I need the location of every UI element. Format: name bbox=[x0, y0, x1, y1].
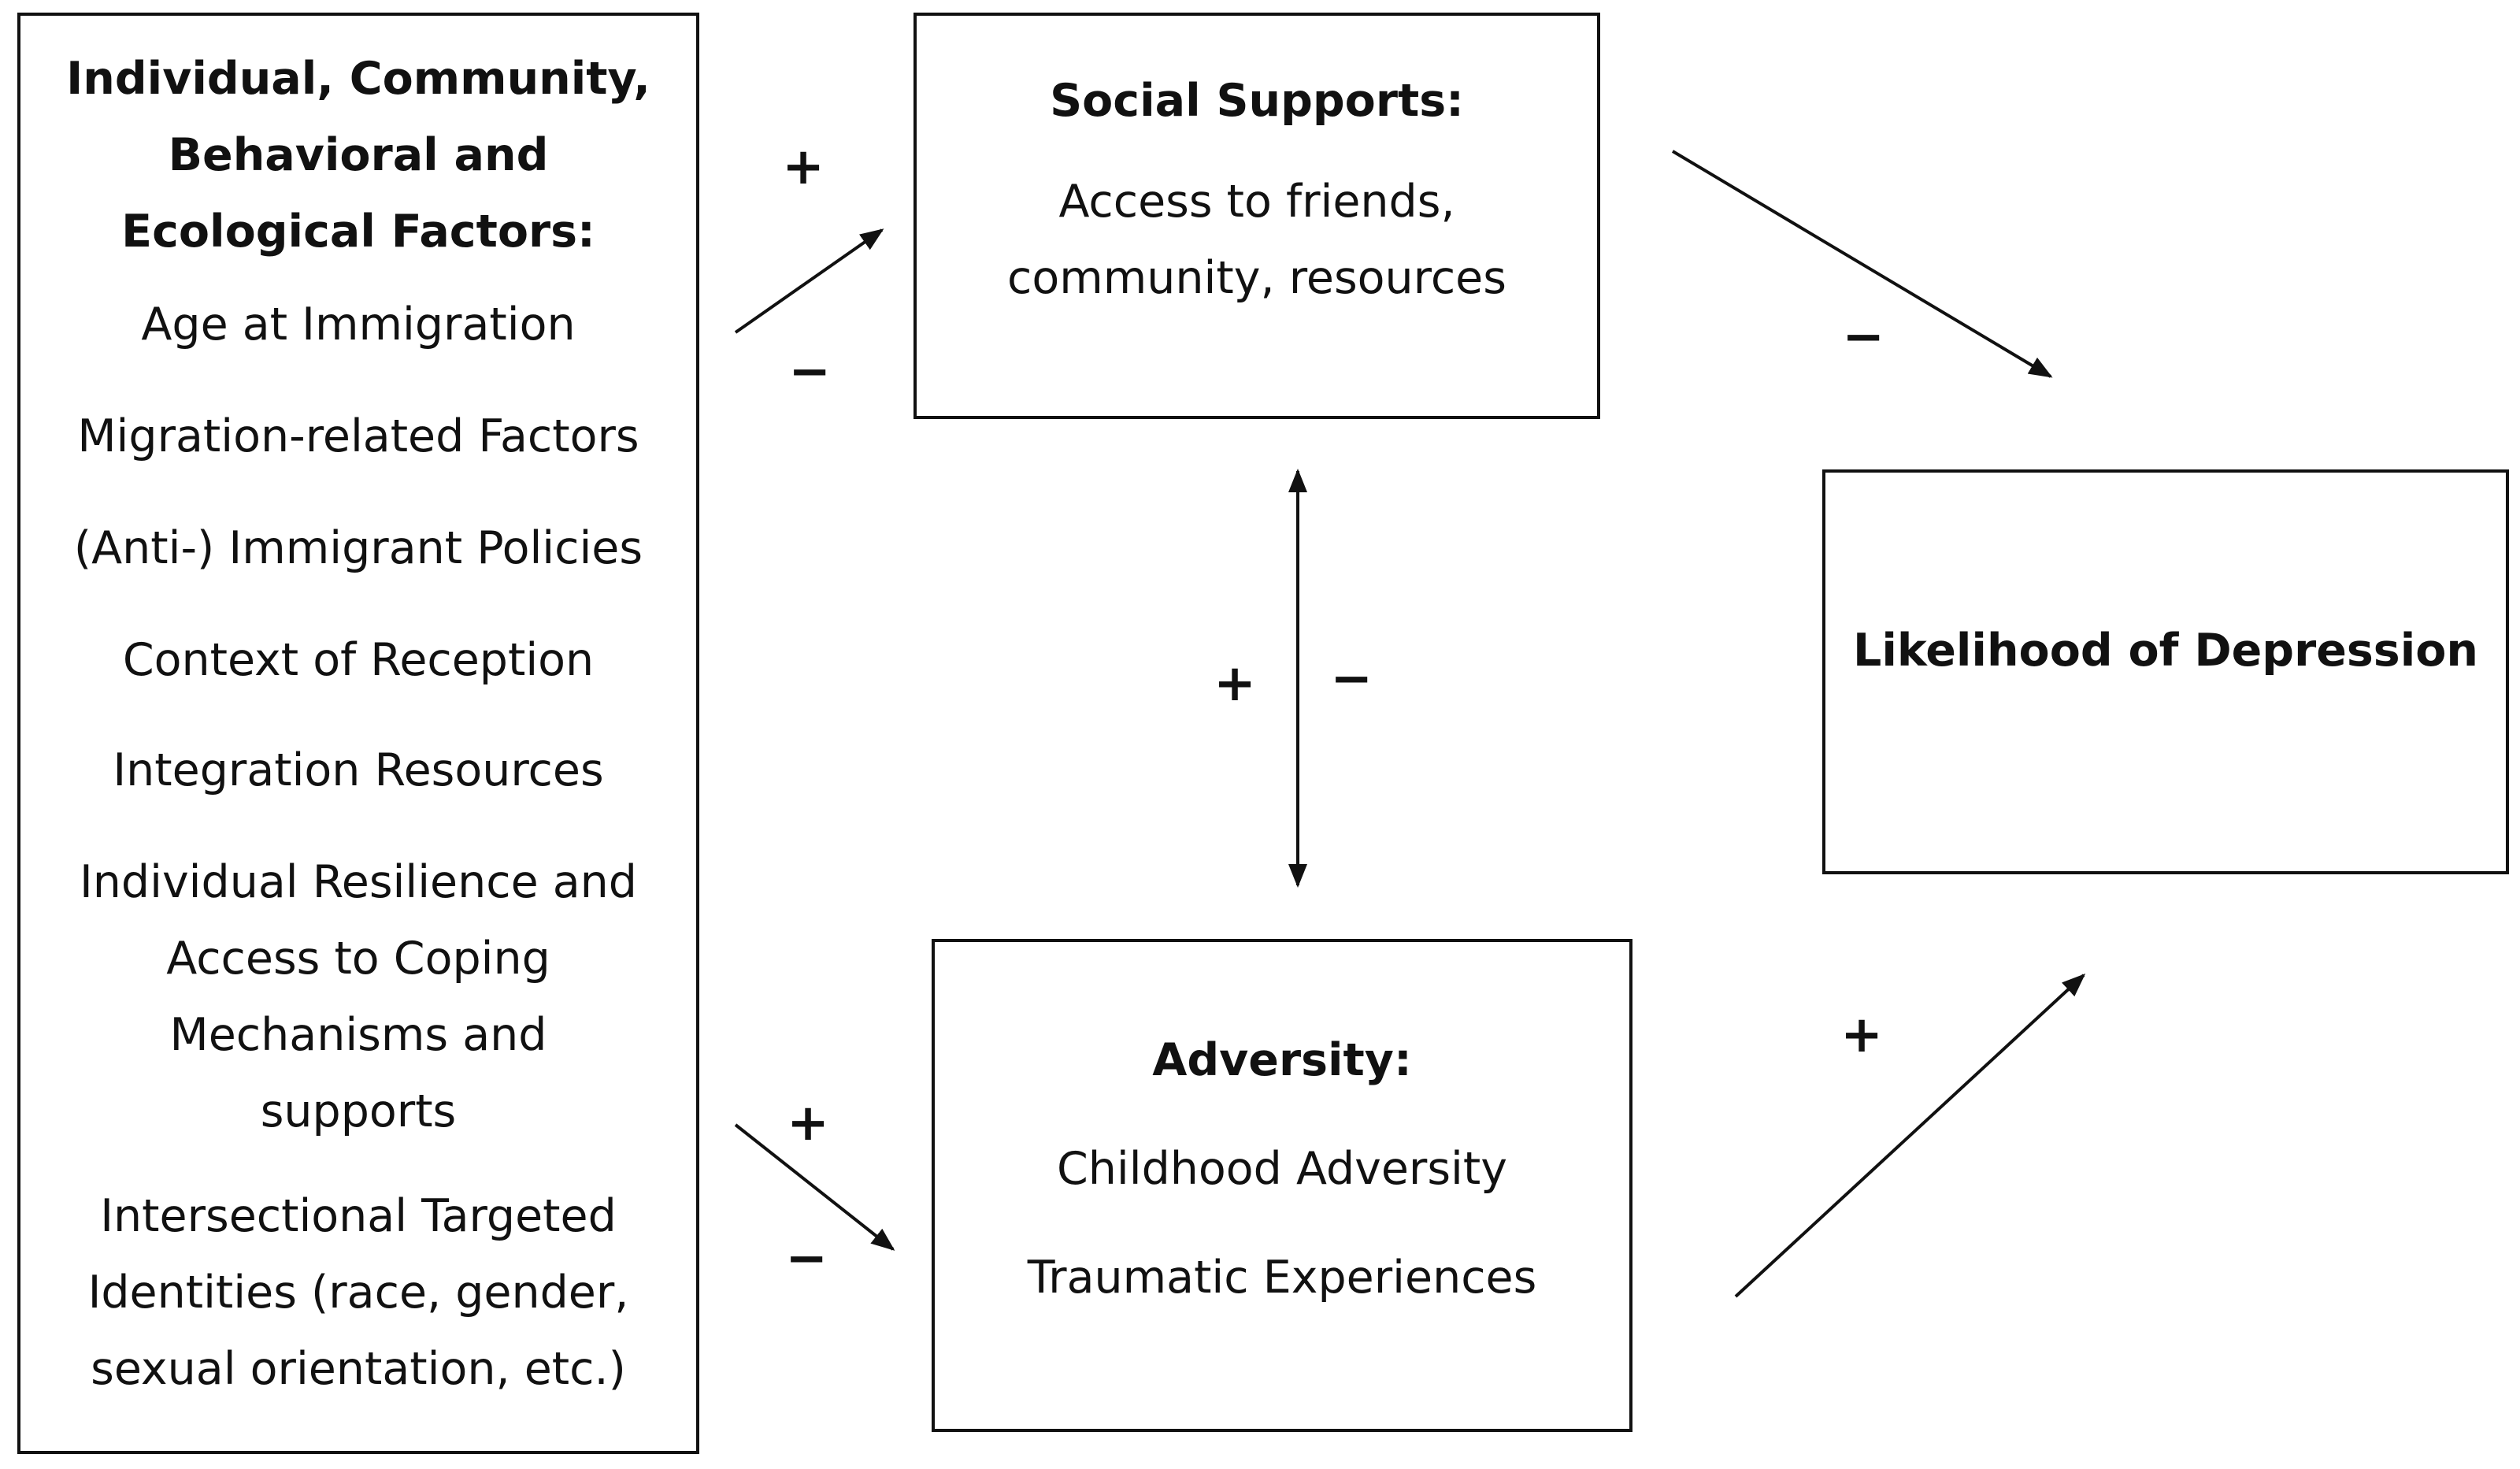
factor-item: (Anti-) Immigrant Policies bbox=[73, 522, 643, 574]
adversity-item: Childhood Adversity bbox=[1057, 1143, 1507, 1195]
sign-minus: − bbox=[788, 343, 831, 401]
adversity-title: Adversity: bbox=[1152, 1034, 1412, 1086]
social-supports-line: Access to friends, bbox=[1058, 176, 1455, 228]
factors-box: Individual, Community, Behavioral and Ec… bbox=[17, 13, 699, 1454]
adversity-item: Traumatic Experiences bbox=[1027, 1252, 1537, 1304]
sign-minus: − bbox=[785, 1230, 828, 1288]
factor-item: Migration-related Factors bbox=[77, 410, 639, 462]
factor-item: Age at Immigration bbox=[141, 299, 576, 351]
depression-title: Likelihood of Depression bbox=[1853, 625, 2478, 677]
factor-item-line: Intersectional Targeted bbox=[100, 1190, 617, 1242]
factors-title-line: Ecological Factors: bbox=[121, 206, 595, 258]
sign-minus: − bbox=[1842, 308, 1884, 366]
factor-item: Integration Resources bbox=[113, 744, 604, 796]
factor-item-line: sexual orientation, etc.) bbox=[91, 1343, 626, 1395]
factors-title-line: Individual, Community, bbox=[66, 53, 650, 105]
factors-title: Individual, Community, Behavioral and Ec… bbox=[20, 41, 696, 270]
factor-item: Context of Reception bbox=[122, 634, 595, 686]
factor-item: Intersectional Targeted Identities (race… bbox=[20, 1178, 696, 1408]
social-supports-box: Social Supports: Access to friends, comm… bbox=[914, 13, 1600, 419]
factors-title-line: Behavioral and bbox=[168, 129, 549, 181]
arrow-supports-to-depression bbox=[1671, 150, 2053, 378]
factor-item-line: Mechanisms and bbox=[169, 1009, 547, 1061]
sign-plus: + bbox=[1840, 1006, 1883, 1064]
factor-item: Individual Resilience and Access to Copi… bbox=[20, 844, 696, 1150]
factor-item-line: supports bbox=[260, 1085, 457, 1137]
arrow-adversity-to-depression bbox=[1734, 973, 2086, 1298]
adversity-box: Adversity: Childhood Adversity Traumatic… bbox=[932, 939, 1632, 1432]
factor-item-line: Identities (race, gender, bbox=[87, 1267, 629, 1319]
factor-item-line: Individual Resilience and bbox=[80, 856, 637, 908]
factor-item-line: Access to Coping bbox=[166, 933, 550, 985]
sign-plus: + bbox=[787, 1094, 829, 1152]
social-supports-body: Access to friends, community, resources bbox=[917, 164, 1597, 317]
social-supports-line: community, resources bbox=[1007, 252, 1506, 304]
depression-box: Likelihood of Depression bbox=[1822, 469, 2509, 874]
sign-plus: + bbox=[1214, 655, 1256, 713]
arrow-factors-to-supports bbox=[734, 228, 884, 334]
arrow-factors-to-adversity bbox=[734, 1123, 895, 1251]
sign-plus: + bbox=[782, 138, 825, 196]
social-supports-title: Social Supports: bbox=[1050, 75, 1464, 127]
sign-minus: − bbox=[1330, 650, 1373, 708]
